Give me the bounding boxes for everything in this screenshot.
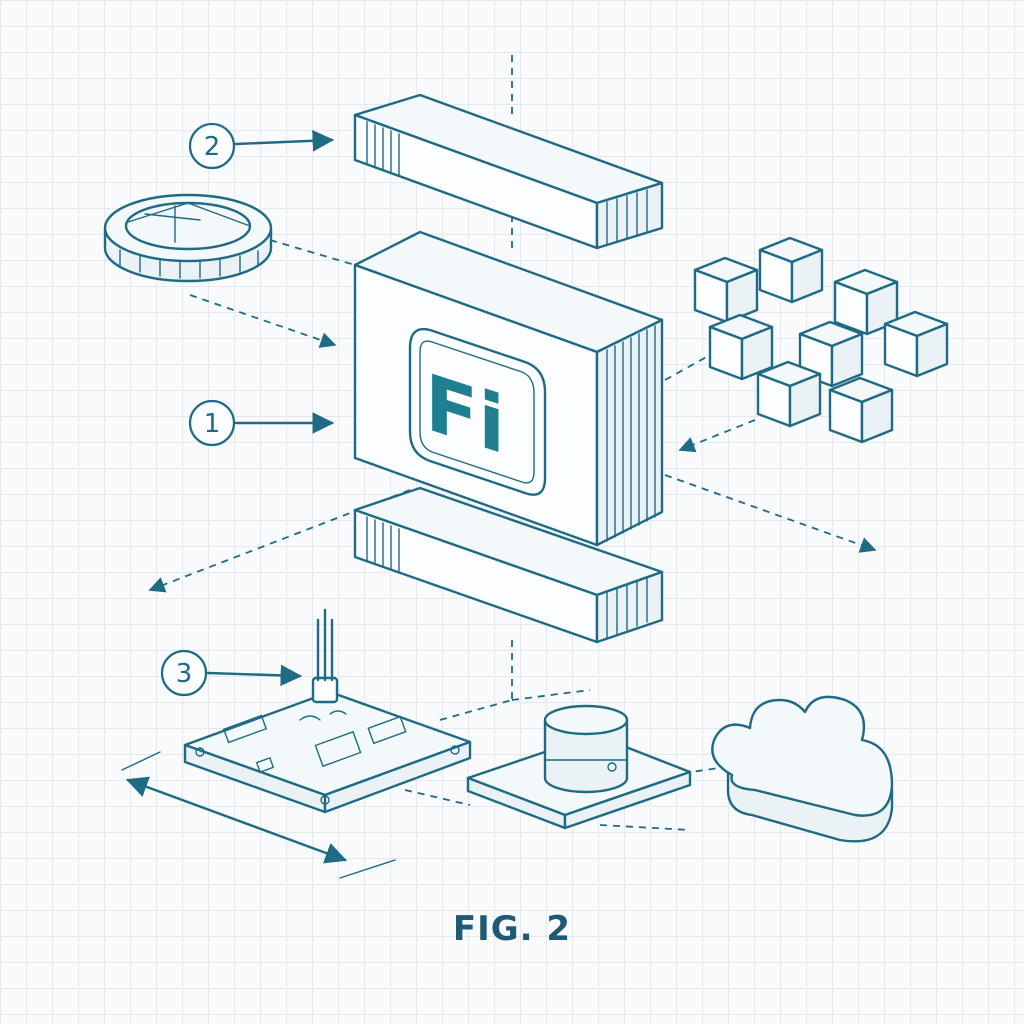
coin-arrow	[189, 294, 337, 348]
antenna-icon	[311, 608, 339, 704]
cloud-icon	[711, 695, 894, 843]
callout-2-number: 2	[204, 132, 221, 162]
bottom-plate	[353, 486, 664, 644]
cube	[758, 236, 824, 304]
logo-badge: Fi	[408, 327, 547, 496]
board-to-sensor-line	[404, 789, 471, 806]
cube	[883, 310, 949, 378]
cube	[756, 360, 822, 428]
coin-icon	[103, 193, 273, 283]
cube	[693, 256, 759, 324]
sensor-chip-icon	[466, 704, 692, 830]
coin-connector-line	[269, 239, 356, 266]
cube	[833, 268, 899, 336]
figure-caption: FIG. 2	[453, 909, 571, 949]
sensor-to-cloud-lower-line	[599, 824, 691, 831]
cubes-arrow	[678, 419, 756, 453]
dimension-arrow	[125, 776, 348, 864]
cube	[828, 376, 894, 444]
dimension-tick-left	[121, 751, 161, 771]
callout-1-number: 1	[204, 409, 221, 439]
top-plate	[353, 93, 664, 250]
cube-cluster-icon	[693, 236, 949, 444]
dimension-tick-right	[339, 859, 396, 879]
main-module: Fi	[353, 230, 664, 547]
callout-2: 2	[188, 122, 335, 170]
callout-1: 1	[188, 399, 335, 447]
callout-3-number: 3	[176, 659, 193, 689]
cube	[708, 313, 774, 381]
sensor-axis-line	[511, 689, 591, 701]
callout-3: 3	[160, 649, 303, 697]
board-axis-line	[439, 699, 513, 721]
circuit-board-icon	[183, 608, 472, 814]
output-arrow-right	[664, 474, 877, 553]
cubes-connector-line	[664, 354, 711, 381]
